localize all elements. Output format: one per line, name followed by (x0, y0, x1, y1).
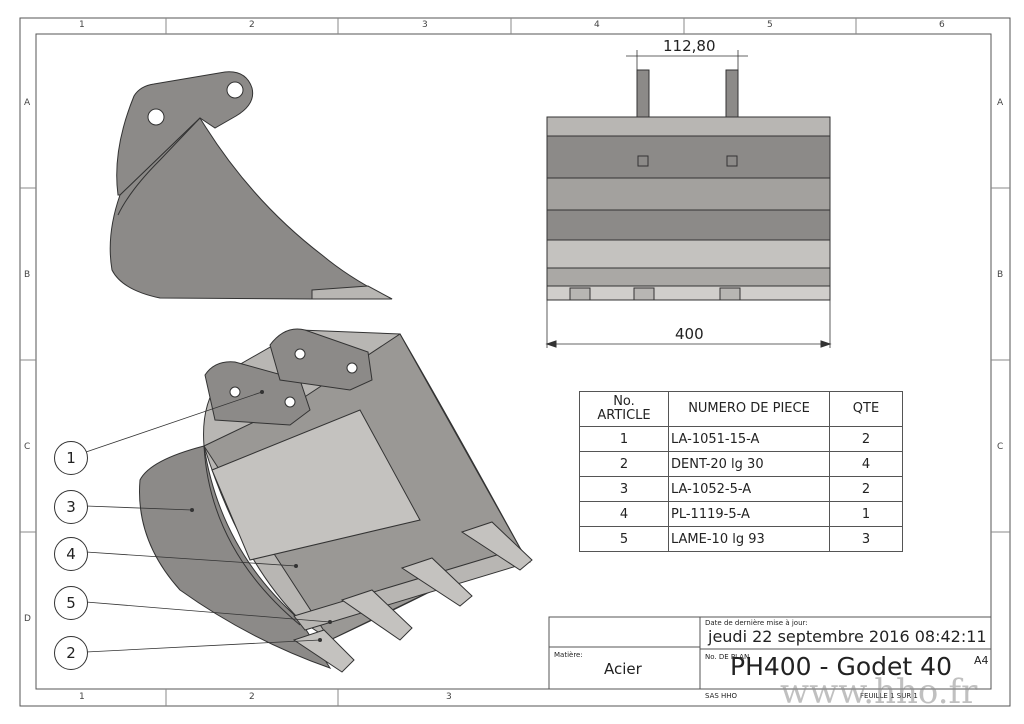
callout-dots (190, 390, 332, 642)
bom-table: No. ARTICLE NUMERO DE PIECE QTE 1 LA-105… (579, 391, 903, 552)
table-row: 4 PL-1119-5-A 1 (579, 501, 903, 527)
bom-part: LA-1051-15-A (668, 426, 830, 452)
zone-col-4: 4 (594, 20, 600, 30)
side-view (109, 71, 393, 300)
bom-header-article: No. ARTICLE (579, 391, 669, 427)
title-block-frame (548, 616, 992, 690)
bom-part: LA-1052-5-A (668, 476, 830, 502)
plan-label: No. DE PLAN (705, 653, 750, 661)
material-value: Acier (604, 660, 642, 678)
zone-col-2: 2 (249, 20, 255, 30)
dimension-width: 400 (675, 325, 704, 343)
date-value: jeudi 22 septembre 2016 08:42:11 (708, 627, 987, 646)
bom-qty: 4 (829, 451, 903, 477)
bom-part: DENT-20 lg 30 (668, 451, 830, 477)
zone-col-6: 6 (939, 20, 945, 30)
bom-article: 5 (579, 526, 669, 552)
zone-row-c-right: C (997, 442, 1004, 452)
bom-part: LAME-10 lg 93 (668, 526, 830, 552)
dimension-pin-spacing: 112,80 (663, 37, 716, 55)
bom-qty: 3 (829, 526, 903, 552)
bom-header-article-line2: ARTICLE (597, 408, 651, 423)
zone-col-3: 3 (422, 20, 428, 30)
company-name: SAS HHO (705, 692, 738, 700)
table-row: 2 DENT-20 lg 30 4 (579, 451, 903, 477)
bom-header-part: NUMERO DE PIECE (668, 391, 830, 427)
callout-balloon: 5 (54, 586, 88, 620)
bom-part: PL-1119-5-A (668, 501, 830, 527)
zone-col-5: 5 (767, 20, 773, 30)
zone-row-b-right: B (997, 270, 1004, 280)
callout-balloon: 3 (54, 490, 88, 524)
table-row: 1 LA-1051-15-A 2 (579, 426, 903, 452)
zone-row-a: A (24, 98, 31, 108)
bom-article: 3 (579, 476, 669, 502)
table-row: 5 LAME-10 lg 93 3 (579, 526, 903, 552)
inner-border (35, 33, 992, 690)
callout-balloon: 1 (54, 441, 88, 475)
callout-balloon: 4 (54, 537, 88, 571)
zone-row-a-right: A (997, 98, 1004, 108)
watermark-text: www.hho.fr (780, 672, 978, 712)
zone-row-b: B (24, 270, 31, 280)
zone-row-c: C (24, 442, 31, 452)
plan-value: PH400 - Godet 40 (730, 652, 952, 681)
bom-qty: 2 (829, 426, 903, 452)
sheet-number: FEUILLE 1 SUR 1 (860, 692, 918, 700)
bom-qty: 1 (829, 501, 903, 527)
zone-col-1: 1 (79, 20, 85, 30)
zone-col-3-bottom: 3 (446, 692, 452, 702)
bom-header-row: No. ARTICLE NUMERO DE PIECE QTE (579, 391, 903, 427)
callout-leaders (85, 391, 331, 653)
front-view (545, 50, 832, 348)
bom-header-qty: QTE (829, 391, 903, 427)
bom-header-article-line1: No. (613, 394, 635, 409)
material-label: Matière: (554, 651, 583, 659)
bom-article: 4 (579, 501, 669, 527)
outer-border (19, 17, 1011, 707)
sheet-format: A4 (974, 654, 989, 667)
zone-ticks (20, 18, 1010, 706)
bom-qty: 2 (829, 476, 903, 502)
bom-article: 2 (579, 451, 669, 477)
callout-balloon: 2 (54, 636, 88, 670)
zone-row-d: D (24, 614, 31, 624)
zone-col-1-bottom: 1 (79, 692, 85, 702)
bom-article: 1 (579, 426, 669, 452)
zone-col-2-bottom: 2 (249, 692, 255, 702)
table-row: 3 LA-1052-5-A 2 (579, 476, 903, 502)
date-label: Date de dernière mise à jour: (705, 619, 808, 627)
isometric-view (139, 328, 533, 673)
